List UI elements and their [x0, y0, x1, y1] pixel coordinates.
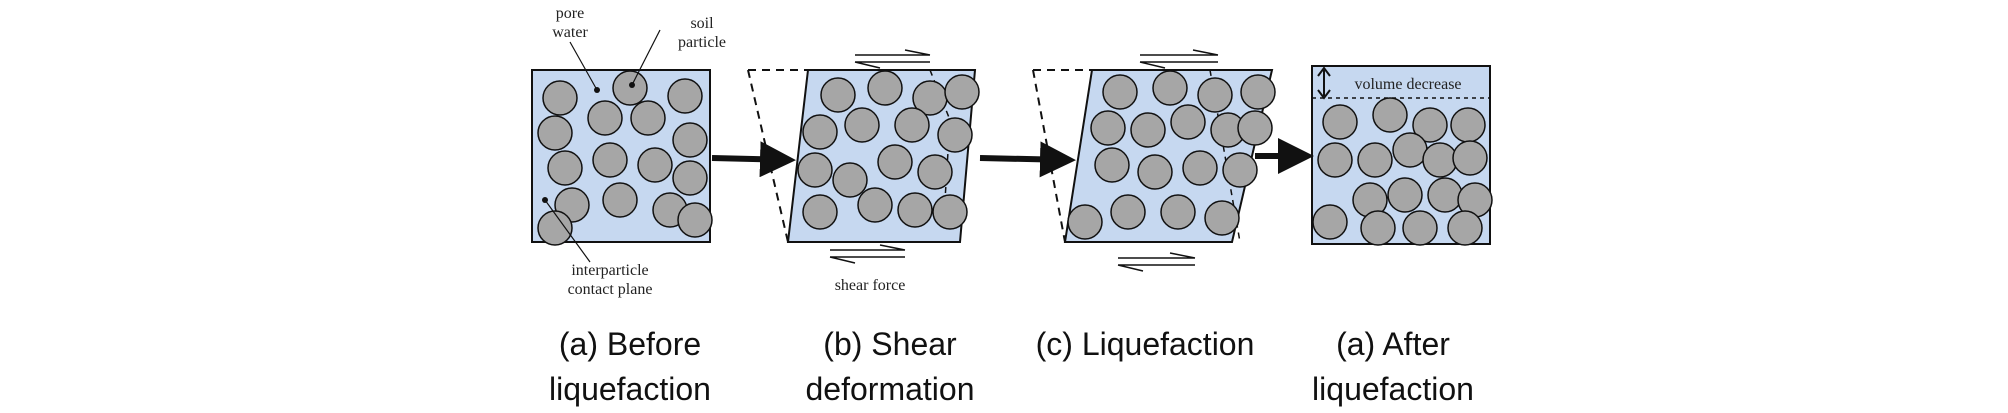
soil-particle: [1422, 142, 1458, 178]
soil-particle: [1412, 107, 1448, 143]
soil-particle: [1402, 210, 1438, 246]
soil-particle: [877, 144, 913, 180]
soil-particle: [1204, 200, 1240, 236]
soil-particle-dot: [629, 82, 635, 88]
soil-particle: [917, 154, 953, 190]
soil-particle: [537, 115, 573, 151]
soil-particle: [802, 114, 838, 150]
contact-plane-leader: [544, 199, 591, 263]
soil-particle: [1452, 140, 1488, 176]
shear-arrow-top-c: [1139, 49, 1219, 69]
soil-particle: [932, 194, 968, 230]
panel-after: [1311, 65, 1493, 246]
soil-particle: [672, 122, 708, 158]
soil-particle: [630, 100, 666, 136]
arrow-a-to-b: [711, 141, 796, 178]
soil-particle: [1182, 150, 1218, 186]
soil-particle: [1317, 142, 1353, 178]
soil-particle: [1090, 110, 1126, 146]
soil-particle: [1137, 154, 1173, 190]
soil-particle: [894, 107, 930, 143]
soil-particle: [1392, 132, 1428, 168]
volume-arrow-down-icon: [1317, 89, 1331, 100]
panel-liquefaction: [1032, 69, 1276, 243]
caption-after: (a) After liquefaction: [1312, 326, 1474, 407]
soil-particle: [1322, 104, 1358, 140]
shear-force-label: shear force: [835, 277, 906, 294]
soil-particle: [677, 202, 713, 238]
soil-particle: [1130, 112, 1166, 148]
soil-particle: [1102, 74, 1138, 110]
soil-particle: [1387, 177, 1423, 213]
soil-particle: [1160, 194, 1196, 230]
soil-particle: [802, 194, 838, 230]
soil-particle: [637, 147, 673, 183]
pore-water-leader: [569, 41, 598, 91]
leader-lines: [542, 29, 661, 263]
panel-shear: [747, 69, 980, 243]
soil-particle: [1357, 142, 1393, 178]
soil-particle: [1372, 97, 1408, 133]
volume-arrow-up-icon: [1317, 66, 1331, 77]
soil-particle: [820, 77, 856, 113]
contact-plane-dot: [542, 197, 548, 203]
soil-particle: [602, 182, 638, 218]
soil-particle: [1170, 104, 1206, 140]
caption-liquefaction: (c) Liquefaction: [1035, 326, 1255, 362]
soil-particle: [1067, 204, 1103, 240]
caption-shear: (b) Shear deformation: [805, 326, 975, 407]
volume-decrease-label: volume decrease: [1354, 76, 1461, 93]
soil-particle: [797, 152, 833, 188]
soil-particle: [592, 142, 628, 178]
soil-particle: [1152, 70, 1188, 106]
pore-water-dot: [594, 87, 600, 93]
soil-particle-leader: [631, 29, 661, 86]
panel-before: [531, 69, 713, 246]
soil-particle: [1222, 152, 1258, 188]
soil-particles-liquefaction: [1067, 70, 1276, 240]
soil-particle: [1360, 210, 1396, 246]
soil-particles-after: [1312, 97, 1493, 246]
soil-particle: [1110, 194, 1146, 230]
soil-particle: [542, 80, 578, 116]
soil-particle: [1240, 74, 1276, 110]
soil-particle: [667, 78, 703, 114]
soil-particle: [832, 162, 868, 198]
soil-particle: [1427, 177, 1463, 213]
soil-particle: [672, 160, 708, 196]
soil-particle: [537, 210, 573, 246]
soil-particle: [944, 74, 980, 110]
soil-particle: [1237, 110, 1273, 146]
soil-particle: [897, 192, 933, 228]
soil-particle: [1447, 210, 1483, 246]
arrow-b-to-c: [979, 141, 1076, 178]
process-arrows: [711, 138, 1314, 178]
shear-arrow-top-b: [854, 49, 931, 69]
shear-arrow-bottom-c: [1117, 252, 1196, 272]
soil-particle: [857, 187, 893, 223]
soil-particle: [1197, 77, 1233, 113]
soil-particle: [1094, 147, 1130, 183]
soil-particle: [547, 150, 583, 186]
soil-particle: [844, 107, 880, 143]
soil-particle: [612, 70, 648, 106]
shear-arrows: [829, 49, 1219, 272]
soil-particles-shear: [797, 70, 980, 230]
soil-particle: [587, 100, 623, 136]
soil-particle: [867, 70, 903, 106]
soil-particle: [1450, 107, 1486, 143]
soil-particles-before: [537, 70, 713, 246]
shear-arrow-bottom-b: [829, 244, 906, 264]
soil-particle: [937, 117, 973, 153]
caption-before: (a) Before liquefaction: [549, 326, 711, 407]
soil-particle: [1312, 204, 1348, 240]
